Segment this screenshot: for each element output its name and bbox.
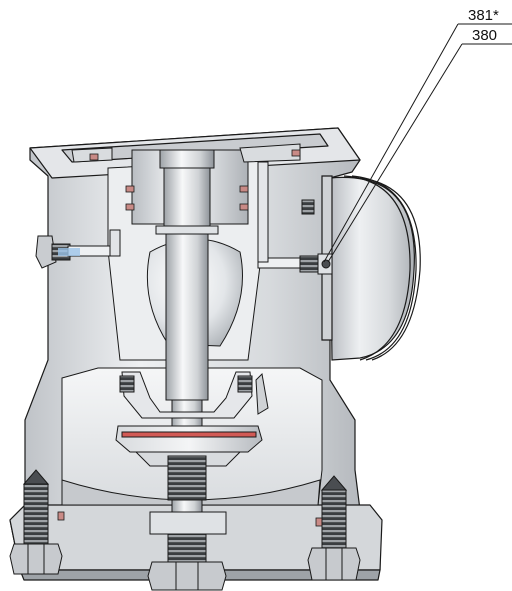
callout-label-380: 380 — [472, 27, 497, 44]
stud-bolt-right — [307, 475, 361, 581]
valve-disc — [115, 425, 263, 467]
leader-line-380-diag — [327, 43, 463, 263]
gland-assembly — [119, 371, 269, 419]
leader-line-381-diag — [323, 23, 459, 263]
side-cap — [321, 175, 421, 361]
callout-381: 381* — [323, 7, 512, 263]
callout-label-381: 381* — [468, 7, 499, 24]
callout-380: 380 — [327, 27, 512, 263]
o-ring-seals — [57, 149, 323, 527]
stud-bolt-left — [9, 469, 63, 575]
lower-stem — [147, 455, 227, 591]
left-plug — [35, 229, 121, 269]
